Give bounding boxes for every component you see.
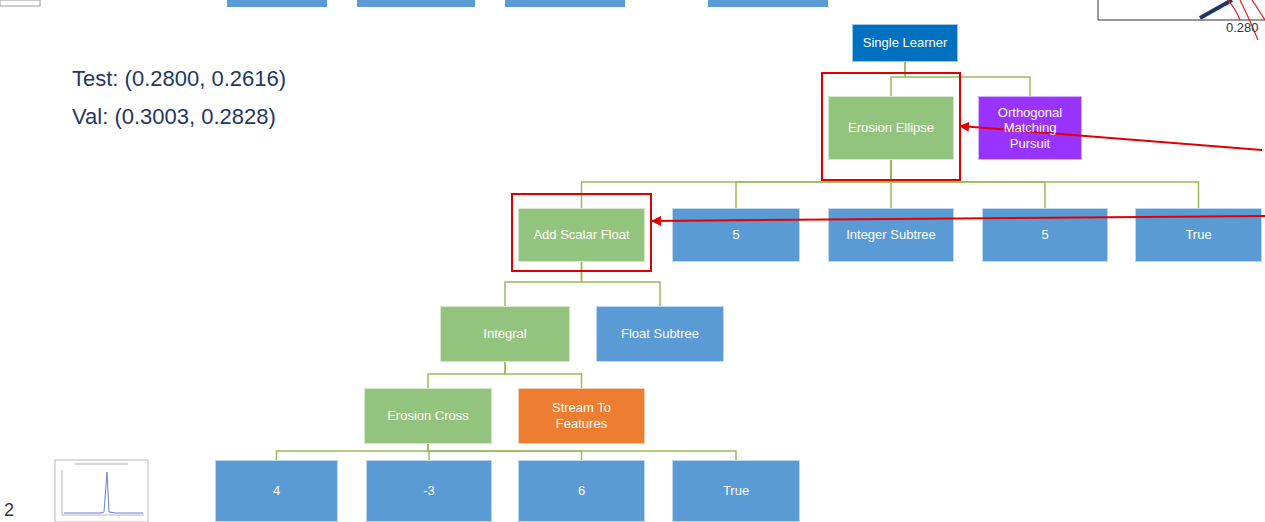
score-text: Test: (0.2800, 0.2616)	[72, 66, 286, 92]
node-label: Orthogonal Matching Pursuit	[985, 105, 1075, 152]
node-label: True	[723, 483, 749, 499]
tree-connector	[891, 62, 905, 96]
slide-number: 2	[4, 500, 14, 521]
cut-box	[227, 0, 327, 7]
thumbnail-chart	[55, 460, 148, 522]
function-box: Add Scalar Float	[518, 208, 645, 262]
node-label: 5	[732, 227, 739, 243]
tree-connector	[428, 444, 582, 460]
cut-box	[505, 0, 625, 7]
node-label: Stream To Features	[525, 400, 638, 431]
tree-connector	[428, 362, 505, 388]
value-box: 6	[518, 460, 645, 522]
tree-connector	[891, 160, 1045, 208]
value-box: True	[672, 460, 800, 522]
pointer-arrow	[960, 126, 1262, 150]
node-label: True	[1185, 227, 1211, 243]
node-label: Integral	[483, 326, 526, 342]
pointer-arrow	[652, 216, 1265, 221]
tree-connector	[582, 262, 661, 306]
cut-thumbnail	[0, 0, 40, 6]
node-label: 6	[578, 483, 585, 499]
highlight-frame	[822, 73, 960, 180]
node-label: Erosion Ellipse	[848, 120, 934, 136]
function-box: Integral	[440, 306, 570, 362]
value-box: 4	[215, 460, 338, 522]
value-box: 5	[672, 208, 800, 262]
function-box: Erosion Cross	[364, 388, 492, 444]
node-label: -3	[423, 483, 435, 499]
cut-box	[357, 0, 475, 7]
value-box: -3	[366, 460, 492, 522]
root-box: Single Learner	[852, 24, 958, 62]
node-label: Float Subtree	[621, 326, 699, 342]
value-box: True	[1135, 208, 1262, 262]
tree-connector	[891, 160, 1199, 208]
value-box: 5	[982, 208, 1108, 262]
tree-connector	[905, 62, 1030, 96]
tree-connector	[505, 262, 582, 306]
node-label: 5	[1041, 227, 1048, 243]
function-box: Erosion Ellipse	[828, 96, 954, 160]
cut-box	[708, 0, 828, 7]
highlight-frame	[512, 194, 651, 271]
input-box: Stream To Features	[518, 388, 645, 444]
score-text: Val: (0.3003, 0.2828)	[72, 104, 276, 130]
tree-connector	[277, 444, 429, 460]
tree-connector	[428, 444, 736, 460]
node-label: 4	[273, 483, 280, 499]
learner-box: Orthogonal Matching Pursuit	[978, 96, 1082, 160]
value-box: Integer Subtree	[828, 208, 954, 262]
plot-fragment	[1098, 0, 1265, 40]
value-box: Float Subtree	[596, 306, 724, 362]
tree-connector	[505, 362, 582, 388]
tree-connector	[736, 160, 891, 208]
node-label: Add Scalar Float	[533, 227, 629, 243]
axis-tick: 0.280	[1226, 20, 1259, 35]
node-label: Erosion Cross	[387, 408, 469, 424]
tree-connector	[582, 160, 892, 208]
node-label: Single Learner	[863, 35, 948, 51]
node-label: Integer Subtree	[846, 227, 936, 243]
